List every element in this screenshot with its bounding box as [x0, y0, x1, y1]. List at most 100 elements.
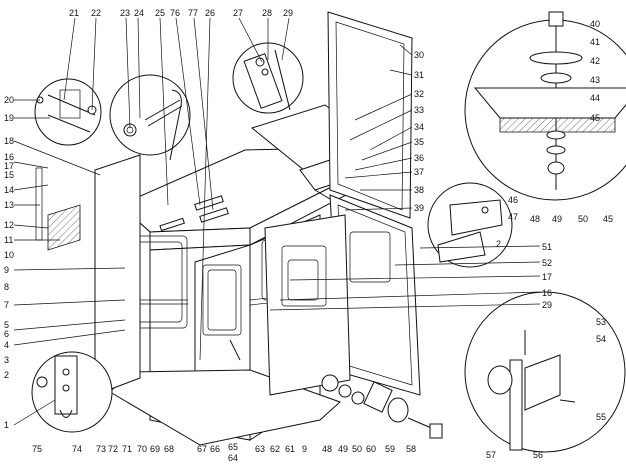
detail-latch-46 [427, 182, 513, 268]
callout-6: 6 [4, 329, 9, 339]
callout-66: 66 [210, 444, 220, 454]
detail-bolt-23 [109, 74, 191, 161]
callout-70: 70 [137, 444, 147, 454]
detail-hinge-27 [232, 42, 304, 114]
callout-23: 23 [120, 8, 130, 18]
callout-32: 32 [414, 89, 424, 99]
right-door [264, 194, 421, 396]
callout-31: 31 [414, 70, 424, 80]
callout-64: 64 [228, 453, 238, 463]
callout-15: 15 [4, 170, 14, 180]
callout-57: 57 [486, 450, 496, 460]
callout-37: 37 [414, 167, 424, 177]
callout-48: 48 [530, 214, 540, 224]
callout-45b: 45 [603, 214, 613, 224]
callout-49: 49 [552, 214, 562, 224]
callout-1: 1 [4, 420, 9, 430]
callout-26: 26 [205, 8, 215, 18]
callout-19: 19 [4, 113, 14, 123]
callout-74: 74 [72, 444, 82, 454]
callout-7: 7 [4, 300, 9, 310]
callout-45: 45 [590, 113, 600, 123]
callout-46: 46 [508, 195, 518, 205]
callout-55: 55 [596, 412, 606, 422]
callout-42: 42 [590, 56, 600, 66]
callout-77: 77 [188, 8, 198, 18]
rear-window-panel [327, 11, 413, 219]
callout-51: 51 [542, 242, 552, 252]
callout-9: 9 [4, 265, 9, 275]
callout-65: 65 [228, 442, 238, 452]
callout-62: 62 [270, 444, 280, 454]
callout-14: 14 [4, 185, 14, 195]
callout-36: 36 [414, 153, 424, 163]
detail-bracket-top-left [34, 78, 102, 146]
callout-22: 22 [91, 8, 101, 18]
callout-71: 71 [122, 444, 132, 454]
callout-17: 17 [4, 161, 14, 171]
callout-35: 35 [414, 137, 424, 147]
callout-54: 54 [596, 334, 606, 344]
detail-lower-hinge [31, 351, 113, 433]
callout-9b: 9 [302, 444, 307, 454]
callout-10: 10 [4, 250, 14, 260]
callout-61: 61 [285, 444, 295, 454]
callout-20: 20 [4, 95, 14, 105]
callout-17b: 17 [542, 272, 552, 282]
callout-29: 29 [283, 8, 293, 18]
callout-24: 24 [134, 8, 144, 18]
callout-56: 56 [533, 450, 543, 460]
callout-47: 47 [508, 212, 518, 222]
callout-69: 69 [150, 444, 160, 454]
callout-75: 75 [32, 444, 42, 454]
callout-25: 25 [155, 8, 165, 18]
callout-72: 72 [108, 444, 118, 454]
callout-2: 2 [4, 370, 9, 380]
callout-2b: 2 [496, 239, 501, 249]
detail-hinge-pin-53 [464, 291, 626, 453]
callout-76: 76 [170, 8, 180, 18]
callout-73: 73 [96, 444, 106, 454]
callout-16b: 16 [542, 288, 552, 298]
callout-52: 52 [542, 258, 552, 268]
callout-63: 63 [255, 444, 265, 454]
callout-3: 3 [4, 355, 9, 365]
callout-60: 60 [366, 444, 376, 454]
callout-12: 12 [4, 220, 14, 230]
callout-8: 8 [4, 282, 9, 292]
callout-33: 33 [414, 105, 424, 115]
callout-16: 16 [4, 152, 14, 162]
detail-mount-bolt-stack [464, 11, 626, 201]
callout-29b: 29 [542, 300, 552, 310]
callout-50: 50 [578, 214, 588, 224]
callout-28: 28 [262, 8, 272, 18]
exploded-bolt-58 [321, 374, 443, 439]
callout-34: 34 [414, 122, 424, 132]
callout-59: 59 [385, 444, 395, 454]
callout-11: 11 [4, 235, 13, 245]
callout-43: 43 [590, 75, 600, 85]
callout-40: 40 [590, 19, 600, 29]
callout-4: 4 [4, 340, 9, 350]
callout-44: 44 [590, 93, 600, 103]
callout-18: 18 [4, 136, 14, 146]
callout-5: 5 [4, 320, 9, 330]
callout-58: 58 [406, 444, 416, 454]
callout-27: 27 [233, 8, 243, 18]
callout-41: 41 [590, 37, 600, 47]
callout-13: 13 [4, 200, 14, 210]
callout-48b: 48 [322, 444, 332, 454]
callout-39: 39 [414, 203, 424, 213]
callout-21: 21 [69, 8, 79, 18]
callout-53: 53 [596, 317, 606, 327]
callout-68: 68 [164, 444, 174, 454]
callout-38: 38 [414, 185, 424, 195]
callout-67: 67 [197, 444, 207, 454]
left-door-panel [35, 154, 141, 396]
callout-50b: 50 [352, 444, 362, 454]
callout-labels: 21 22 23 24 25 76 77 26 27 28 29 30 31 3… [4, 8, 613, 463]
callout-49b: 49 [338, 444, 348, 454]
leader-lines [13, 17, 541, 426]
